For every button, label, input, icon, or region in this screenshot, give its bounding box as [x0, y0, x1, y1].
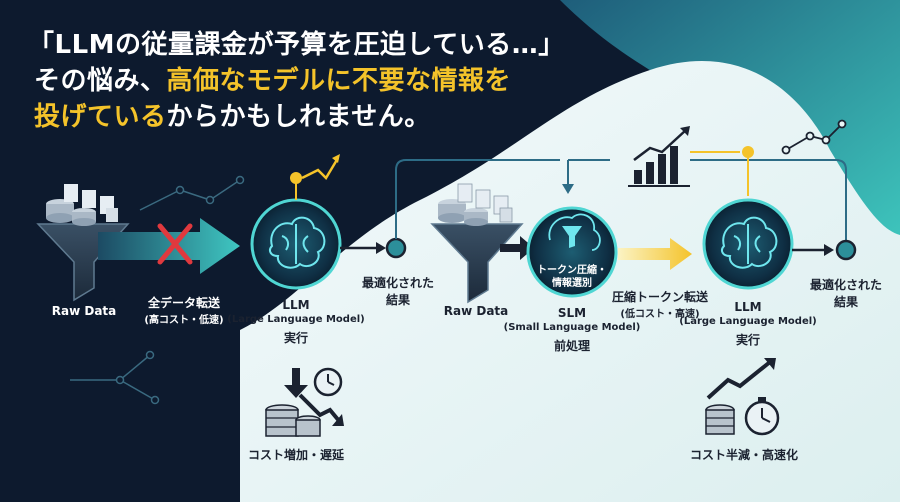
raw-data-label-left: Raw Data	[51, 304, 117, 318]
result-label-left-1: 最適化された	[361, 276, 435, 290]
slm-title: SLM	[557, 306, 587, 320]
llm-sub-left: (Large Language Model)	[227, 314, 365, 325]
slm-inner-line-2: 情報選別	[552, 278, 592, 289]
brain-icon	[721, 216, 778, 269]
llm-action-right: 実行	[735, 333, 761, 347]
coins-icon	[265, 404, 321, 437]
coins-icon	[705, 404, 735, 435]
headline-line-2: その悩み、高価なモデルに不要な情報を	[34, 64, 511, 98]
compressed-arrow	[618, 238, 692, 270]
llm-sub-right: (Large Language Model)	[679, 316, 817, 327]
document-icon	[457, 183, 513, 223]
slm-node	[526, 206, 618, 298]
brain-icon	[269, 216, 326, 269]
headline-line-3-accent: 投げている	[34, 102, 167, 132]
result-node-right	[835, 239, 857, 261]
outcome-label-right: コスト半減・高速化	[689, 448, 799, 462]
raw-data-label-right: Raw Data	[443, 304, 509, 318]
headline-line-1: 「LLMの従量課金が予算を圧迫している…」	[28, 30, 565, 60]
result-label-left-2: 結果	[385, 293, 411, 307]
result-label-right-1: 最適化された	[809, 278, 883, 292]
compressed-transfer-label: 圧縮トークン転送	[611, 290, 709, 304]
filter-icon	[562, 226, 582, 248]
result-node-left	[385, 237, 407, 259]
document-icon	[64, 184, 118, 222]
arrow-down-icon	[284, 368, 344, 426]
cross-icon	[157, 223, 193, 265]
network-decoration-right	[781, 119, 847, 155]
llm-title-left: LLM	[282, 298, 310, 312]
slm-sub: (Small Language Model)	[503, 322, 641, 333]
compressed-transfer-sub: (低コスト・高速)	[620, 309, 700, 320]
database-icon	[46, 199, 96, 226]
bar-chart-icon	[628, 126, 690, 187]
llm-title-right: LLM	[734, 300, 762, 314]
stopwatch-icon	[744, 397, 780, 436]
result-label-right-2: 結果	[833, 295, 859, 309]
slm-inner-line-1: トークン圧縮・	[537, 265, 607, 276]
full-data-arrow	[98, 218, 240, 274]
full-transfer-label: 全データ転送	[147, 296, 221, 310]
slm-inner-label: トークン圧縮・情報選別	[537, 264, 607, 290]
full-transfer-sub: (高コスト・低速)	[144, 315, 224, 326]
network-decoration	[70, 175, 245, 405]
clock-icon	[313, 367, 343, 397]
funnel-icon	[430, 223, 524, 304]
headline-line-3-post: からかもしれません。	[166, 102, 431, 132]
headline-line-3: 投げているからかもしれません。	[34, 100, 431, 134]
headline-line-2-accent: 高価なモデルに不要な情報を	[166, 66, 512, 96]
chart-up-icon	[301, 154, 340, 181]
slm-action: 前処理	[553, 339, 591, 353]
outcome-label-left: コスト増加・遅延	[247, 448, 345, 462]
headline-line-2-pre: その悩み、	[34, 66, 167, 96]
llm-action-left: 実行	[283, 331, 309, 345]
chart-up-icon	[706, 358, 776, 400]
